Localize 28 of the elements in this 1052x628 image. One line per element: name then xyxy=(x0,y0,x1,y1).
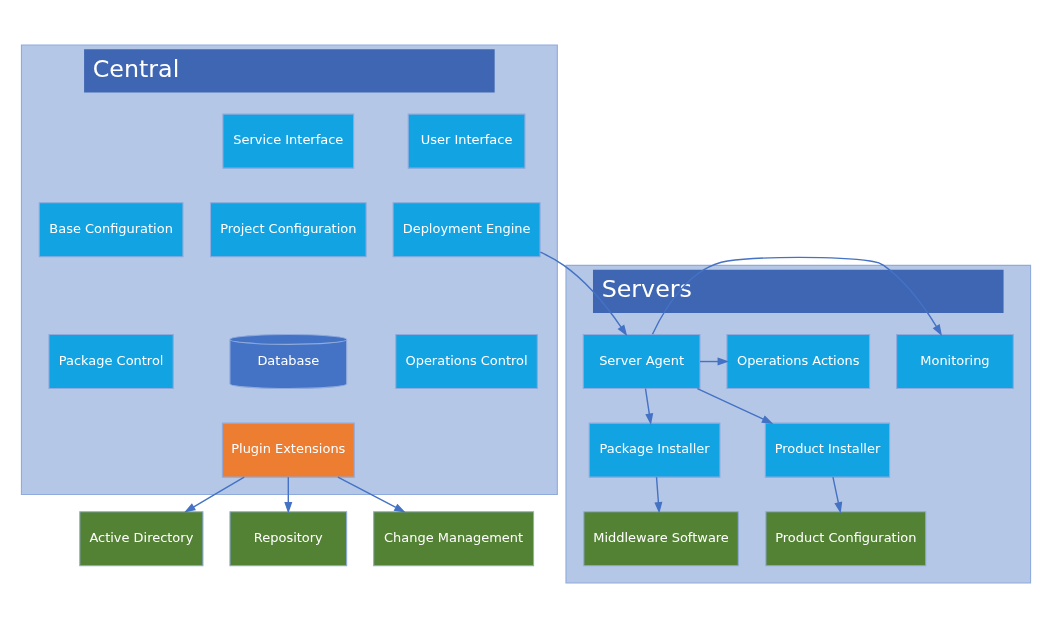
node-box: Product Installer xyxy=(764,422,891,478)
arrow xyxy=(337,476,406,513)
node-box: Operations Actions xyxy=(726,334,871,390)
node-box: User Interface xyxy=(407,113,526,169)
node-box: Change Management xyxy=(373,511,535,567)
node-box: Package Control xyxy=(48,334,174,390)
node-box: Base Configuration xyxy=(38,202,184,258)
arrow xyxy=(644,387,654,425)
node-box: Project Configuration xyxy=(209,202,367,258)
node-box: Product Configuration xyxy=(765,511,927,567)
arrow xyxy=(699,357,730,366)
arrow xyxy=(539,251,628,337)
arrow xyxy=(696,387,774,424)
arrow xyxy=(184,476,245,513)
node-box: Repository xyxy=(229,511,348,567)
node-box: Monitoring xyxy=(896,334,1014,390)
node-box: Service Interface xyxy=(222,113,355,169)
node-box: Active Directory xyxy=(79,511,204,567)
node-box: Plugin Extensions xyxy=(221,422,355,478)
node-box: Middleware Software xyxy=(583,511,739,567)
node-box: Operations Control xyxy=(395,334,538,390)
node-box: Server Agent xyxy=(582,334,701,390)
arrow xyxy=(832,476,843,514)
node-box: Deployment Engine xyxy=(392,202,541,258)
arrow xyxy=(284,476,293,514)
node-box: Package Installer xyxy=(588,422,721,478)
arrow xyxy=(651,256,942,336)
arrow xyxy=(654,476,663,514)
